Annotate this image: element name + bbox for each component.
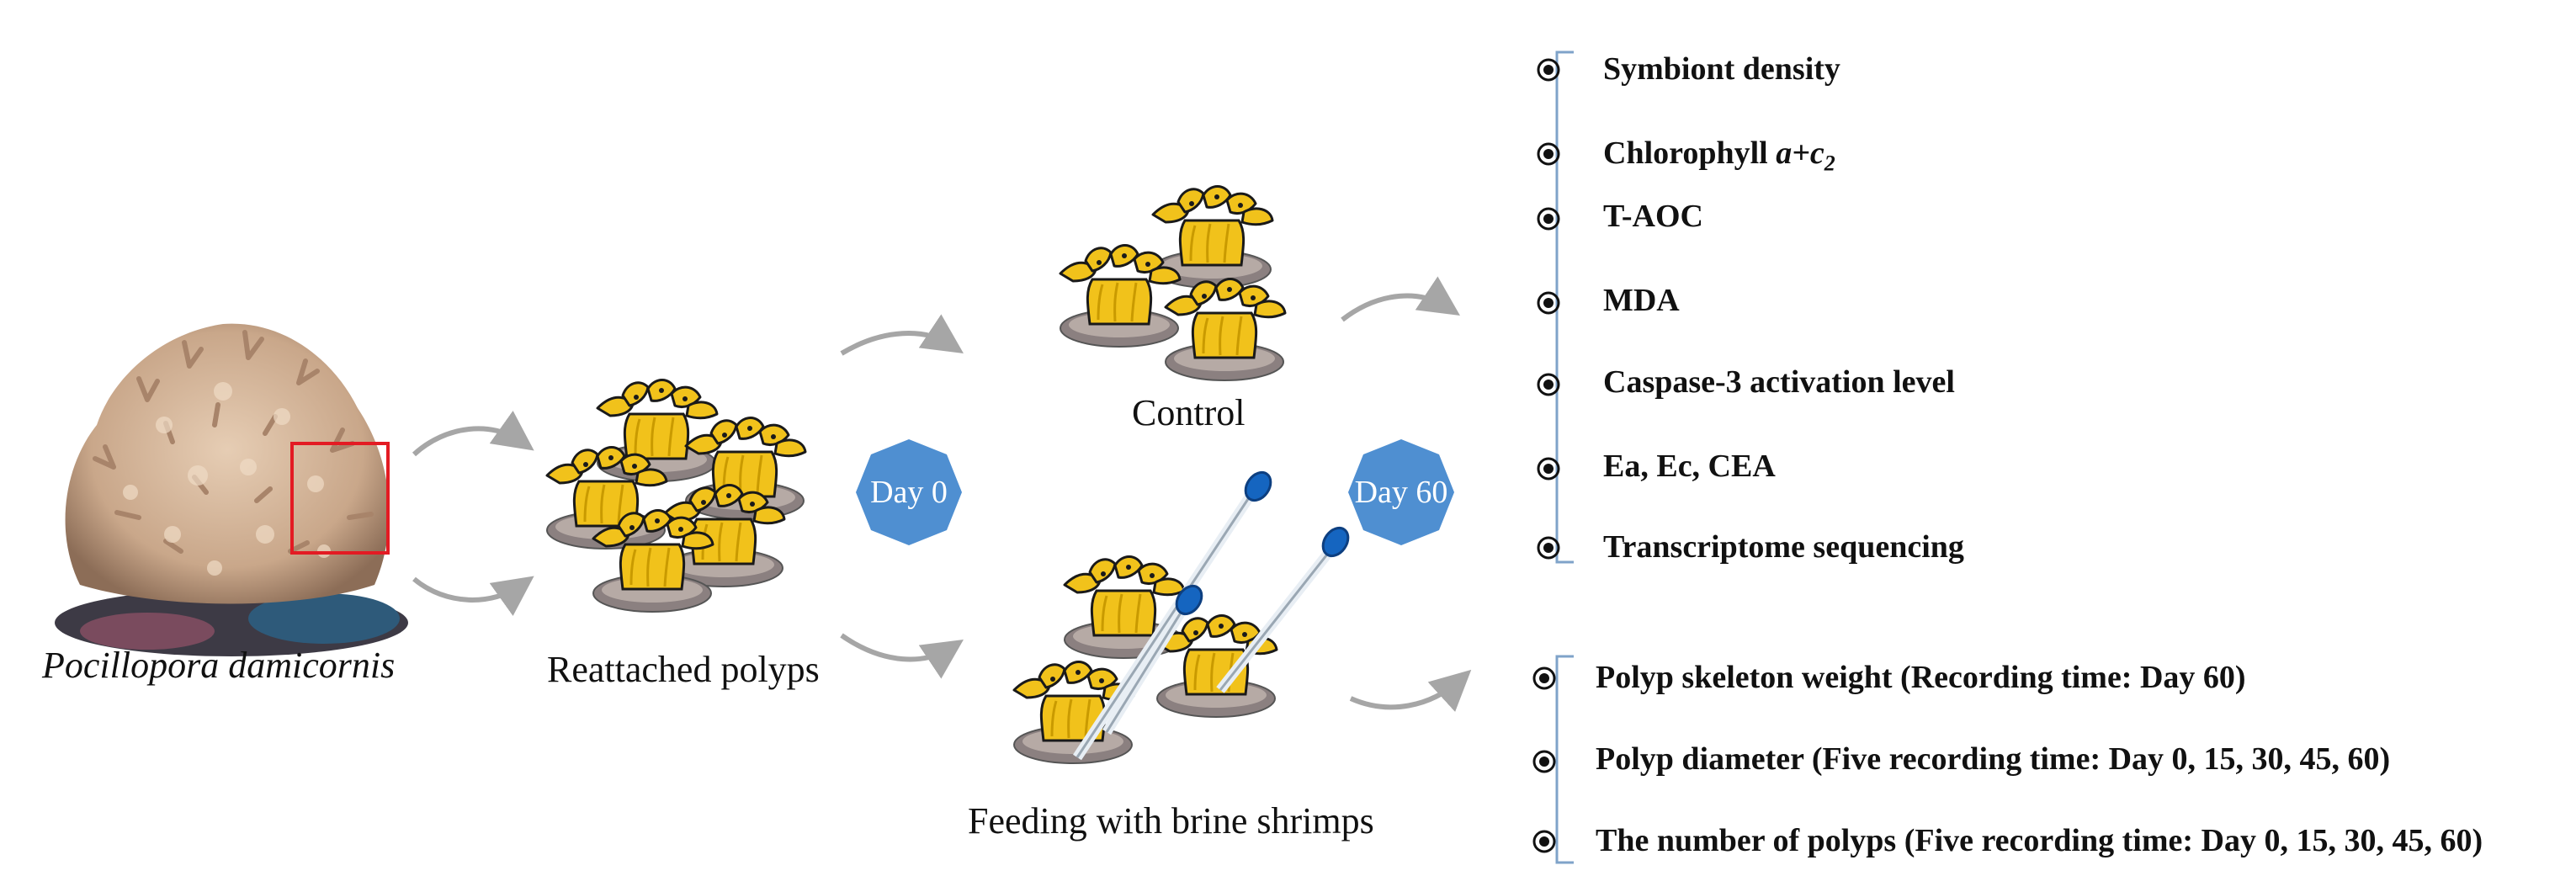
metric-label: Symbiont density bbox=[1603, 51, 1840, 87]
bullet-icon bbox=[1532, 750, 1556, 773]
arrow-to-feeding bbox=[840, 633, 964, 679]
bullet-icon bbox=[1537, 373, 1560, 396]
metric-label: Polyp skeleton weight (Recording time: D… bbox=[1596, 660, 2246, 695]
day0-badge: Day 0 bbox=[854, 438, 964, 547]
feeding-polyps-group bbox=[1012, 470, 1350, 765]
day0-label: Day 0 bbox=[870, 475, 948, 510]
metric-label: MDA bbox=[1603, 283, 1680, 318]
metric-label: The number of polyps (Five recording tim… bbox=[1596, 823, 2483, 858]
control-label: Control bbox=[1132, 392, 1246, 433]
bullet-icon bbox=[1537, 457, 1560, 481]
bullet-icon bbox=[1537, 142, 1560, 166]
arrow-to-control bbox=[840, 314, 964, 356]
species-label: Pocillopora damicornis bbox=[42, 645, 396, 686]
metric-label: Polyp diameter (Five recording time: Day… bbox=[1596, 741, 2391, 777]
arrow-feeding-metrics bbox=[1349, 669, 1472, 712]
arrow-colony-upper bbox=[412, 411, 534, 457]
pipette-icon bbox=[1216, 526, 1350, 693]
day60-label: Day 60 bbox=[1354, 475, 1448, 510]
bullet-icon bbox=[1537, 536, 1560, 560]
coral-colony-image bbox=[46, 299, 408, 656]
day60-badge: Day 60 bbox=[1346, 438, 1456, 547]
pipette-icon bbox=[1102, 584, 1203, 735]
highlight-box bbox=[290, 442, 390, 555]
bullet-icon bbox=[1537, 207, 1560, 231]
reattached-label: Reattached polyps bbox=[547, 649, 820, 690]
growth-bracket bbox=[1555, 655, 1574, 864]
arrow-colony-lower bbox=[412, 576, 534, 616]
metric-label: Transcriptome sequencing bbox=[1603, 529, 1964, 565]
bullet-icon bbox=[1537, 58, 1560, 82]
bullet-icon bbox=[1532, 666, 1556, 690]
bullet-icon bbox=[1532, 830, 1556, 853]
arrow-control-metrics bbox=[1341, 276, 1460, 322]
pipette-icon bbox=[1072, 470, 1272, 761]
feeding-label: Feeding with brine shrimps bbox=[968, 800, 1374, 842]
metric-label: Caspase-3 activation level bbox=[1603, 364, 1955, 400]
metric-label: T-AOC bbox=[1603, 199, 1703, 234]
metric-label: Chlorophyll a+c2 bbox=[1603, 135, 1835, 176]
metric-label: Ea, Ec, CEA bbox=[1603, 449, 1776, 484]
bullet-icon bbox=[1537, 291, 1560, 315]
